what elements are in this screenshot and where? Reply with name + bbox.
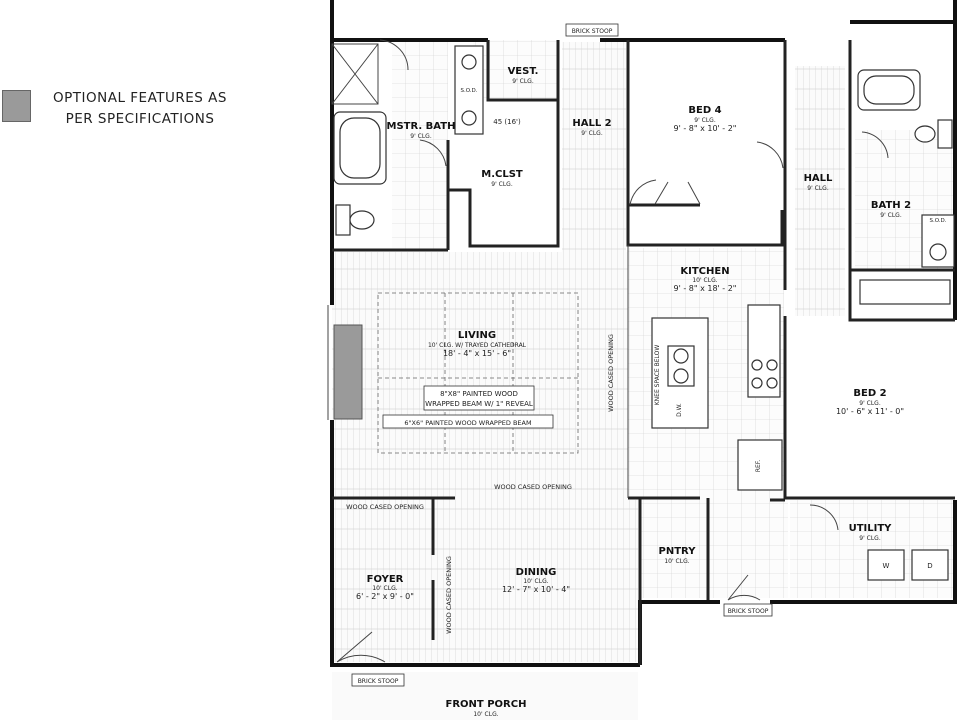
room-foyer-dims: 6' - 2" x 9' - 0"	[356, 592, 414, 601]
room-hall-2: HALL 2	[572, 118, 611, 129]
room-dining-clg: 10' CLG.	[523, 578, 548, 585]
kitchen-casework	[651, 304, 783, 491]
sod-mstr-bath: S.O.D.	[460, 88, 477, 94]
room-vest-clg: 9' CLG.	[512, 78, 534, 85]
room-living-dims: 18' - 4" x 15' - 6"	[443, 349, 511, 358]
legend-text: OPTIONAL FEATURES AS PER SPECIFICATIONS	[53, 90, 227, 127]
legend-swatch-optional	[2, 90, 31, 122]
door-swings	[336, 39, 889, 663]
cased-opening-foyer: WOOD CASED OPENING	[346, 503, 424, 511]
cased-opening-kitchen-dining: WOOD CASED OPENING	[494, 483, 572, 491]
room-bed-2-clg: 9' CLG.	[859, 400, 881, 407]
room-bed-4-clg: 9' CLG.	[694, 117, 716, 124]
room-foyer: FOYER	[367, 574, 404, 585]
brick-stoop-front: BRICK STOOP	[358, 678, 399, 685]
room-pntry-clg: 10' CLG.	[664, 558, 689, 565]
room-kitchen-dims: 9' - 8" x 18' - 2"	[674, 284, 737, 293]
brick-stoop-rear: BRICK STOOP	[572, 28, 613, 35]
room-front-porch: FRONT PORCH	[446, 699, 527, 710]
refrigerator-label: REF.	[755, 460, 762, 472]
brick-stoop-side: BRICK STOOP	[728, 608, 769, 615]
room-pntry: PNTRY	[659, 546, 697, 557]
room-bath-2-clg: 9' CLG.	[880, 212, 902, 219]
wall-outlines	[327, 43, 629, 498]
room-front-porch-clg: 10' CLG.	[473, 711, 498, 718]
plumbing-fixtures	[333, 45, 955, 305]
exterior-walls	[330, 0, 957, 667]
room-kitchen-clg: 10' CLG.	[692, 277, 717, 284]
room-m-clst-clg: 9' CLG.	[491, 181, 513, 188]
room-hall-2-clg: 9' CLG.	[581, 130, 603, 137]
room-m-clst: M.CLST	[481, 169, 523, 180]
room-utility-clg: 9' CLG.	[859, 535, 881, 542]
room-hall-clg: 9' CLG.	[807, 185, 829, 192]
legend: OPTIONAL FEATURES AS PER SPECIFICATIONS	[0, 88, 300, 128]
knee-space-note: KNEE SPACE BELOW	[654, 345, 661, 406]
plan-notes: 8"X8" PAINTED WOOD WRAPPED BEAM W/ 1" RE…	[346, 28, 947, 685]
room-bath-2: BATH 2	[871, 200, 911, 211]
room-kitchen: KITCHEN	[680, 266, 729, 277]
beam-8x8-note-box	[423, 385, 535, 411]
laundry-appliances	[867, 549, 949, 581]
room-dining-dims: 12' - 7" x 10' - 4"	[502, 585, 570, 594]
room-bed-4: BED 4	[688, 105, 721, 116]
sod-bath-2: S.O.D.	[929, 218, 946, 224]
dryer-label: D	[927, 562, 932, 570]
beam-6x6-note: 6"X6" PAINTED WOOD WRAPPED BEAM	[404, 419, 531, 427]
interior-walls	[332, 40, 955, 665]
room-hall: HALL	[804, 173, 833, 184]
room-living-clg: 10' CLG. W/ TRAYED CATHEDRAL	[428, 342, 527, 349]
room-dining: DINING	[516, 567, 557, 578]
fireplace-optional	[333, 324, 363, 420]
room-vest: VEST.	[508, 66, 539, 77]
room-bed-2-dims: 10' - 6" x 11' - 0"	[836, 407, 904, 416]
cased-opening-living-kitchen: WOOD CASED OPENING	[607, 334, 615, 412]
room-mstr-bath-clg: 9' CLG.	[410, 133, 432, 140]
beam-8x8-note-line2: WRAPPED BEAM W/ 1" REVEAL	[425, 400, 533, 408]
room-bed-4-dims: 9' - 8" x 10' - 2"	[674, 124, 737, 133]
beam-6x6-note-box	[382, 414, 554, 429]
floor-finishes	[332, 40, 956, 720]
cased-opening-foyer-dining: WOOD CASED OPENING	[445, 556, 453, 634]
room-mstr-bath: MSTR. BATH	[387, 121, 456, 132]
room-utility: UTILITY	[849, 523, 893, 534]
dishwasher-label: D.W.	[676, 403, 683, 417]
room-labels: VEST. 9' CLG. MSTR. BATH 9' CLG. 45 (16'…	[356, 66, 911, 718]
shelf-note: 45 (16')	[493, 118, 521, 126]
room-living: LIVING	[458, 330, 496, 341]
room-foyer-clg: 10' CLG.	[372, 585, 397, 592]
washer-label: W	[883, 562, 890, 570]
room-bed-2: BED 2	[853, 388, 886, 399]
beam-8x8-note-line1: 8"X8" PAINTED WOOD	[440, 390, 518, 398]
brick-stoops	[351, 23, 773, 687]
